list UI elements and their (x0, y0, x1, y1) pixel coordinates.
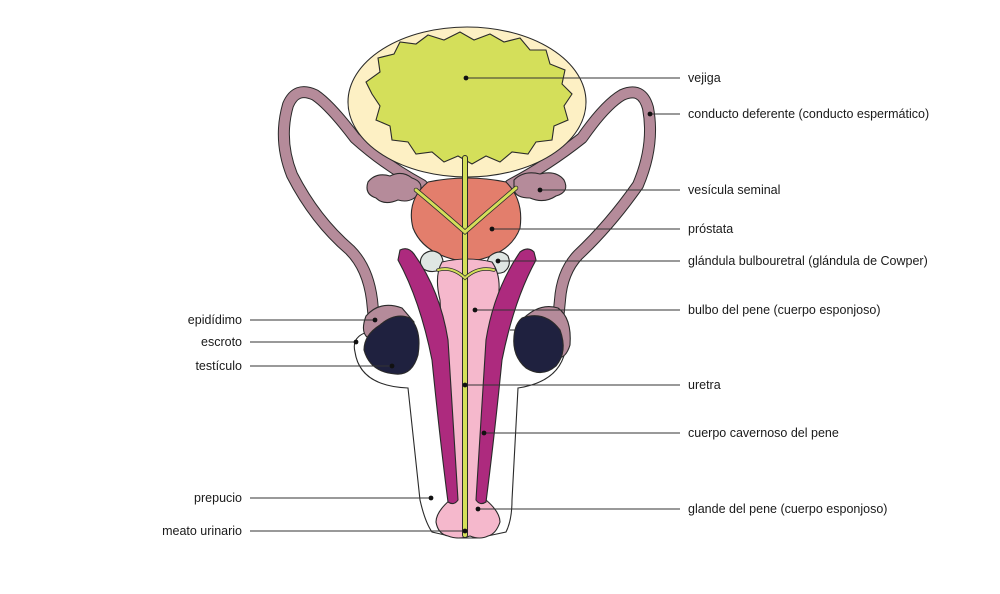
label-conducto-deferente: conducto deferente (conducto espermático… (647, 107, 929, 121)
label-bulbo-del-pene: bulbo del pene (cuerpo esponjoso) (472, 303, 881, 317)
label-text-scrotum: escroto (201, 335, 242, 349)
label-text-bladder: vejiga (688, 71, 721, 85)
label-glande: glande del pene (cuerpo esponjoso) (475, 502, 887, 516)
bladder-inner (365, 31, 573, 165)
corpus-cavernosum-left (397, 248, 459, 505)
seminal-vesicle-right (513, 172, 567, 202)
label-text-testicle: testículo (195, 359, 242, 373)
label-text-prostate: próstata (688, 222, 733, 236)
vas-deferens-right-fill (505, 87, 655, 325)
label-text-epididymis: epidídimo (188, 313, 242, 327)
label-text-bulbourethral-gland: glándula bulbouretral (glándula de Cowpe… (688, 254, 928, 268)
label-text-urethra: uretra (688, 378, 721, 392)
label-text-glans: glande del pene (cuerpo esponjoso) (688, 502, 887, 516)
vas-deferens-left-fill (278, 87, 427, 325)
testicle-left (363, 315, 420, 375)
label-vejiga: vejiga (463, 71, 721, 85)
label-epididimo: epidídimo (188, 313, 378, 327)
label-vesicula-seminal: vesícula seminal (537, 183, 780, 197)
label-text-vas-deferens: conducto deferente (conducto espermático… (688, 107, 929, 121)
label-testiculo: testículo (195, 359, 395, 373)
label-uretra: uretra (462, 378, 721, 392)
seminal-vesicle-left (366, 172, 422, 204)
label-escroto: escroto (201, 335, 359, 349)
label-text-urinary-meatus: meato urinario (162, 524, 242, 538)
corpus-cavernosum-right (475, 248, 537, 505)
label-text-seminal-vesicle: vesícula seminal (688, 183, 780, 197)
label-text-corpus-cavernosum: cuerpo cavernoso del pene (688, 426, 839, 440)
label-prepucio: prepucio (194, 491, 434, 505)
label-prostata: próstata (489, 222, 733, 236)
urethra-system (413, 155, 519, 538)
label-text-foreskin: prepucio (194, 491, 242, 505)
label-cuerpo-cavernoso: cuerpo cavernoso del pene (481, 426, 839, 440)
label-text-penile-bulb: bulbo del pene (cuerpo esponjoso) (688, 303, 881, 317)
label-meato-urinario: meato urinario (162, 524, 468, 538)
testicle-right (513, 315, 564, 374)
label-glandula-bulbouretral: glándula bulbouretral (glándula de Cowpe… (495, 254, 928, 268)
